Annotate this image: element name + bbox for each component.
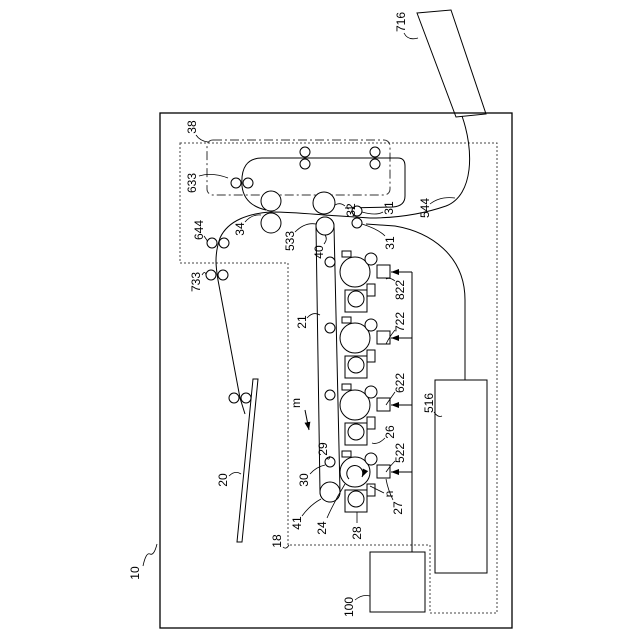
loop-roller-a1 bbox=[300, 147, 310, 157]
belt-roller-top bbox=[316, 217, 334, 235]
toner-container bbox=[367, 417, 375, 429]
label-633: 633 bbox=[185, 173, 199, 193]
manual-feed-tray bbox=[417, 10, 486, 117]
label-100: 100 bbox=[342, 597, 356, 617]
label-516: 516 bbox=[422, 393, 436, 413]
cassette-feed-path bbox=[366, 224, 465, 380]
label-28: 28 bbox=[350, 526, 364, 540]
leader-40 bbox=[324, 235, 326, 244]
cleaning-member bbox=[342, 317, 351, 323]
roller-31-lower bbox=[352, 218, 362, 228]
primary-transfer-roller bbox=[325, 323, 335, 333]
toner-container bbox=[367, 350, 375, 362]
exposure-unit bbox=[377, 331, 390, 344]
cleaning-member bbox=[342, 451, 351, 457]
roller-733-left bbox=[206, 270, 216, 280]
label-30: 30 bbox=[297, 473, 311, 487]
leader-716 bbox=[404, 33, 418, 39]
label-644: 644 bbox=[192, 220, 206, 240]
label-822: 822 bbox=[393, 280, 407, 300]
developing-roller bbox=[348, 291, 364, 307]
charge-roller bbox=[365, 319, 377, 331]
exposure-unit bbox=[377, 265, 390, 278]
label-41: 41 bbox=[290, 516, 304, 530]
primary-transfer-roller bbox=[325, 390, 335, 400]
exit-roller-left bbox=[229, 393, 239, 403]
cleaning-member bbox=[342, 251, 351, 257]
roller-644-left bbox=[207, 238, 217, 248]
label-31-upper: 31 bbox=[382, 201, 396, 215]
label-522: 522 bbox=[393, 443, 407, 463]
dotted-region-outline bbox=[180, 143, 497, 613]
toner-container bbox=[367, 484, 375, 496]
label-29: 29 bbox=[316, 442, 330, 456]
label-533: 533 bbox=[283, 231, 297, 251]
label-622: 622 bbox=[393, 373, 407, 393]
label-40: 40 bbox=[312, 245, 326, 259]
loop-roller-c1 bbox=[231, 178, 241, 188]
roller-644-right bbox=[219, 238, 229, 248]
label-733: 733 bbox=[189, 272, 203, 292]
label-m: m bbox=[289, 398, 303, 408]
box-516 bbox=[435, 380, 487, 573]
roller-34-lower bbox=[261, 213, 281, 233]
primary-transfer-roller bbox=[325, 257, 335, 267]
cleaning-member bbox=[342, 384, 351, 390]
leader-20 bbox=[229, 472, 241, 476]
loop-roller-a2 bbox=[300, 159, 310, 169]
label-26: 26 bbox=[383, 425, 397, 439]
charge-roller bbox=[365, 253, 377, 265]
leader-10 bbox=[143, 544, 157, 566]
leader-38 bbox=[196, 135, 208, 142]
developing-roller bbox=[348, 357, 364, 373]
roller-34-upper bbox=[261, 191, 281, 211]
loop-roller-c2 bbox=[243, 178, 253, 188]
charge-roller bbox=[365, 453, 377, 465]
primary-transfer-roller bbox=[325, 457, 335, 467]
leader-41 bbox=[302, 499, 321, 516]
leader-633 bbox=[199, 174, 228, 178]
exit-roller-right bbox=[241, 393, 251, 403]
label-32: 32 bbox=[344, 203, 358, 217]
leader-31-upper bbox=[362, 212, 383, 214]
leader-100 bbox=[355, 596, 370, 601]
exposure-unit bbox=[377, 398, 390, 411]
label-716: 716 bbox=[394, 12, 408, 32]
leader-533 bbox=[295, 224, 316, 232]
roller-733-right bbox=[218, 270, 228, 280]
loop-roller-b2 bbox=[370, 159, 380, 169]
apparatus-housing bbox=[160, 113, 512, 628]
label-31-lower: 31 bbox=[383, 236, 397, 250]
label-21: 21 bbox=[295, 315, 309, 329]
charge-roller bbox=[365, 386, 377, 398]
label-27: 27 bbox=[391, 501, 405, 515]
label-34: 34 bbox=[233, 222, 247, 236]
roller-32 bbox=[313, 192, 335, 214]
label-24: 24 bbox=[315, 521, 329, 535]
leader-31-lower bbox=[362, 224, 385, 236]
label-722: 722 bbox=[393, 312, 407, 332]
loop-roller-b1 bbox=[370, 147, 380, 157]
label-10: 10 bbox=[128, 566, 142, 580]
toner-container bbox=[367, 284, 375, 296]
exposure-unit bbox=[377, 465, 390, 478]
belt-roller-bottom bbox=[320, 482, 340, 502]
label-38: 38 bbox=[185, 120, 199, 134]
developing-roller bbox=[348, 424, 364, 440]
developing-roller bbox=[348, 491, 364, 507]
label-544: 544 bbox=[418, 198, 432, 218]
label-20: 20 bbox=[216, 473, 230, 487]
box-100 bbox=[370, 552, 425, 612]
leader-30 bbox=[310, 465, 325, 474]
label-n: n bbox=[382, 491, 396, 498]
output-tray bbox=[237, 379, 258, 542]
label-18: 18 bbox=[270, 534, 284, 548]
belt-direction-arrow bbox=[305, 410, 309, 430]
